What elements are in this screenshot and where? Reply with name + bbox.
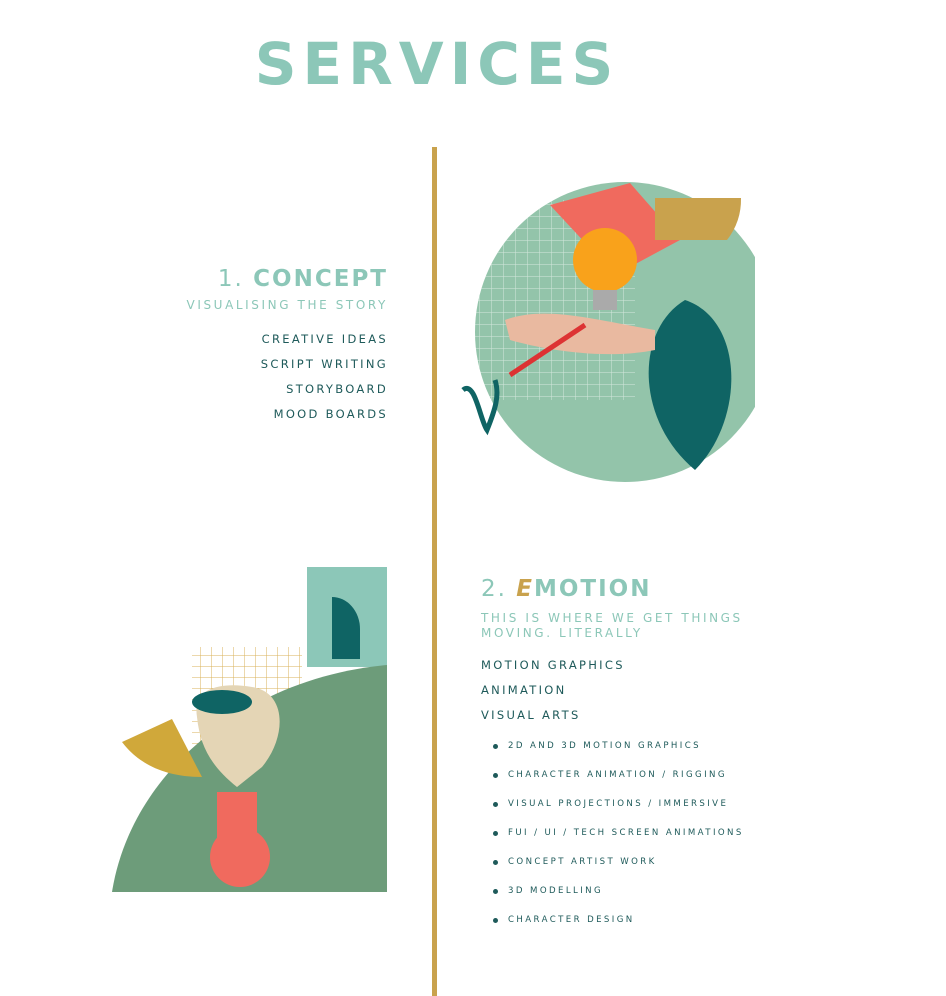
emotion-item: ANIMATION — [481, 683, 567, 697]
emotion-subitem: FUI / UI / TECH SCREEN ANIMATIONS — [481, 819, 744, 848]
emotion-subtitle-1: THIS IS WHERE WE GET THINGS — [481, 611, 743, 625]
emotion-subtitle-2: MOVING. LITERALLY — [481, 626, 643, 640]
emotion-subitem: 2D AND 3D MOTION GRAPHICS — [481, 732, 744, 761]
gold-shape — [655, 198, 742, 240]
emotion-subitem: 3D MODELLING — [481, 877, 744, 906]
vertical-divider — [432, 147, 437, 996]
concept-heading: 1. CONCEPT — [187, 266, 388, 292]
emotion-subitem: CHARACTER DESIGN — [481, 906, 744, 935]
emotion-number: 2. — [481, 576, 507, 602]
emotion-subitem: CONCEPT ARTIST WORK — [481, 848, 744, 877]
leaf-shape — [648, 300, 732, 470]
page-title: SERVICES — [254, 30, 620, 98]
concept-number: 1. — [217, 266, 244, 292]
lightbulb-icon — [573, 228, 637, 292]
concept-item: STORYBOARD — [286, 382, 388, 396]
concept-section: 1. CONCEPT VISUALISING THE STORY CREATIV… — [187, 266, 388, 427]
emotion-section: 2. EMOTION THIS IS WHERE WE GET THINGS M… — [481, 576, 744, 935]
emotion-title-initial: E — [516, 576, 534, 602]
concept-item: CREATIVE IDEAS — [261, 332, 388, 346]
emotion-illustration — [112, 567, 387, 892]
hand-icon — [505, 313, 655, 355]
emotion-item: MOTION GRAPHICS — [481, 658, 625, 672]
emotion-subitem: VISUAL PROJECTIONS / IMMERSIVE — [481, 790, 744, 819]
concept-title: CONCEPT — [253, 266, 388, 292]
emotion-title: MOTION — [533, 576, 652, 602]
concept-item: SCRIPT WRITING — [260, 357, 388, 371]
coral-shape — [550, 183, 680, 275]
pencil-icon — [508, 322, 587, 378]
emotion-item: VISUAL ARTS — [481, 708, 581, 722]
emotion-heading: 2. EMOTION — [481, 576, 744, 602]
squiggle — [461, 379, 500, 436]
concept-illustration — [461, 182, 755, 482]
concept-subtitle: VISUALISING THE STORY — [186, 298, 388, 312]
concept-item: MOOD BOARDS — [273, 407, 388, 421]
emotion-subitem: CHARACTER ANIMATION / RIGGING — [481, 761, 744, 790]
